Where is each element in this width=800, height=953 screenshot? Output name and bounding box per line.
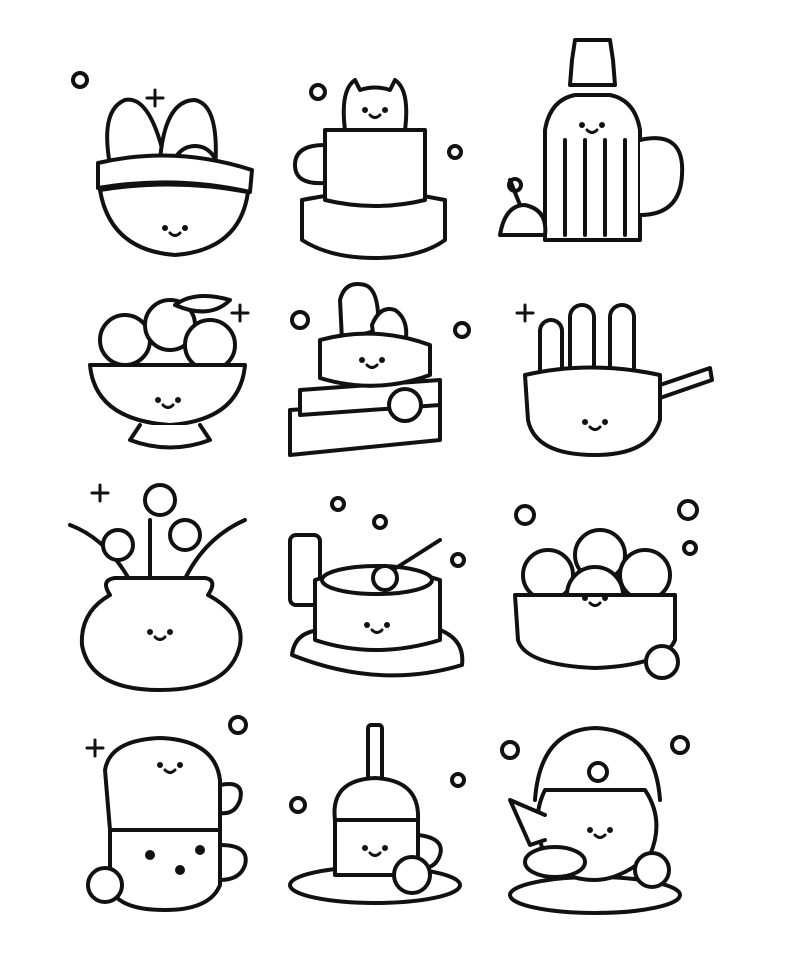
flower-vase-doodle xyxy=(68,483,247,692)
teapot-doodle xyxy=(500,726,690,915)
bread-basket-doodle xyxy=(71,71,254,257)
cat-cup-doodle xyxy=(293,78,463,260)
striped-jug-doodle xyxy=(498,38,685,242)
buns-bowl-doodle xyxy=(513,499,699,680)
stacked-cups-doodle xyxy=(85,715,248,912)
cactus-books-doodle xyxy=(288,282,471,457)
fruit-bowl-doodle xyxy=(88,294,250,450)
bubble-tea-doodle xyxy=(288,723,466,905)
bowl-spoon-doodle xyxy=(288,496,466,678)
breadsticks-pot-doodle xyxy=(515,303,714,457)
